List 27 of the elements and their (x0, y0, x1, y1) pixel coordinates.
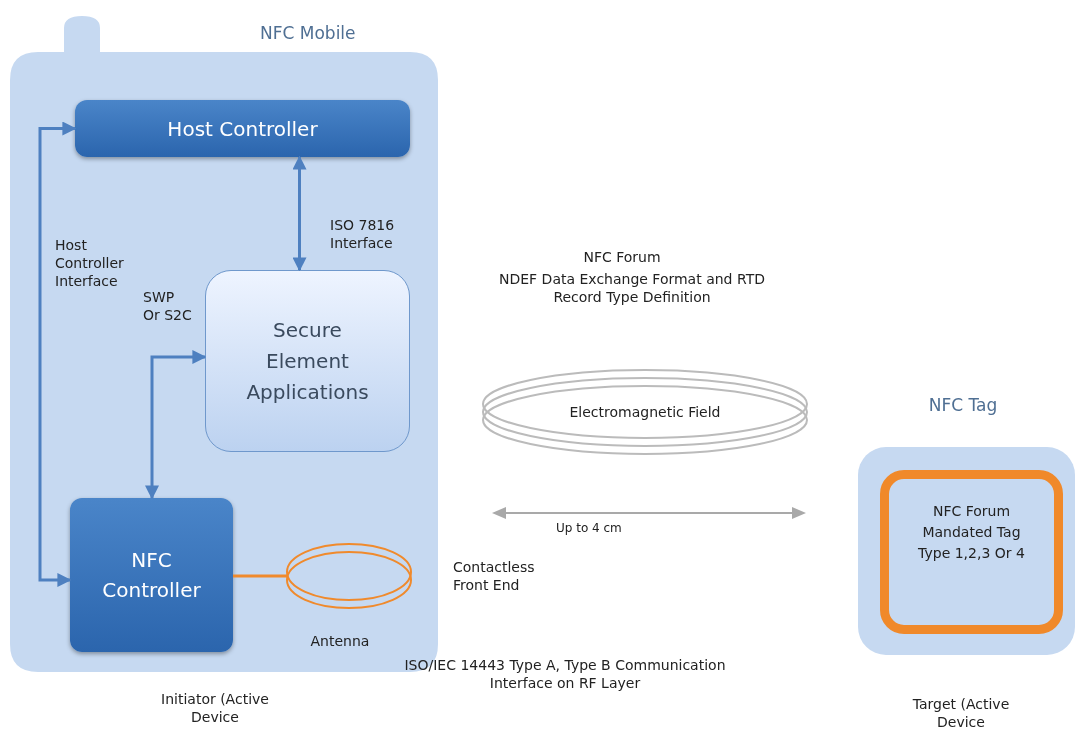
node-label: Target (Active Device (911, 695, 1011, 732)
node-label: Secure Element Applications (245, 316, 370, 406)
node-label: NFC Tag (927, 394, 999, 417)
text-label: ISO/IEC 14443 Type A, Type B Communication Interface on RF Layer (403, 656, 727, 693)
process-box (70, 498, 233, 652)
text-label: Contactless Front End (453, 558, 536, 595)
node-label: Electromagnetic Field (568, 403, 722, 422)
node-label: Antenna (309, 632, 371, 651)
connector-arrow (292, 155, 307, 272)
text-label: NFC Forum (582, 248, 662, 267)
process-box (205, 270, 410, 452)
node-label: NFC Controller (101, 547, 202, 604)
process-box (75, 100, 410, 157)
connector-arrow (38, 121, 77, 587)
connector-arrow (145, 350, 207, 500)
node-label: NFC Forum Mandated Tag Type 1,2,3 Or 4 (917, 502, 1026, 563)
edge-label: ISO 7816 Interface (330, 216, 396, 253)
node-label: Host Controller (166, 115, 319, 143)
node-label: NFC Mobile (260, 22, 356, 45)
edge-label: SWP Or S2C (143, 288, 193, 325)
node-label: Initiator (Active Device (160, 690, 270, 727)
text-label: Up to 4 cm (556, 521, 623, 537)
text-label: NDEF Data Exchange Format and RTD Record Type Definition (498, 270, 766, 307)
field-rings (480, 368, 810, 458)
antenna-coil-icon (285, 540, 413, 612)
tag-chip-box (880, 470, 1063, 634)
edge-label: Host Controller Interface (55, 236, 125, 291)
